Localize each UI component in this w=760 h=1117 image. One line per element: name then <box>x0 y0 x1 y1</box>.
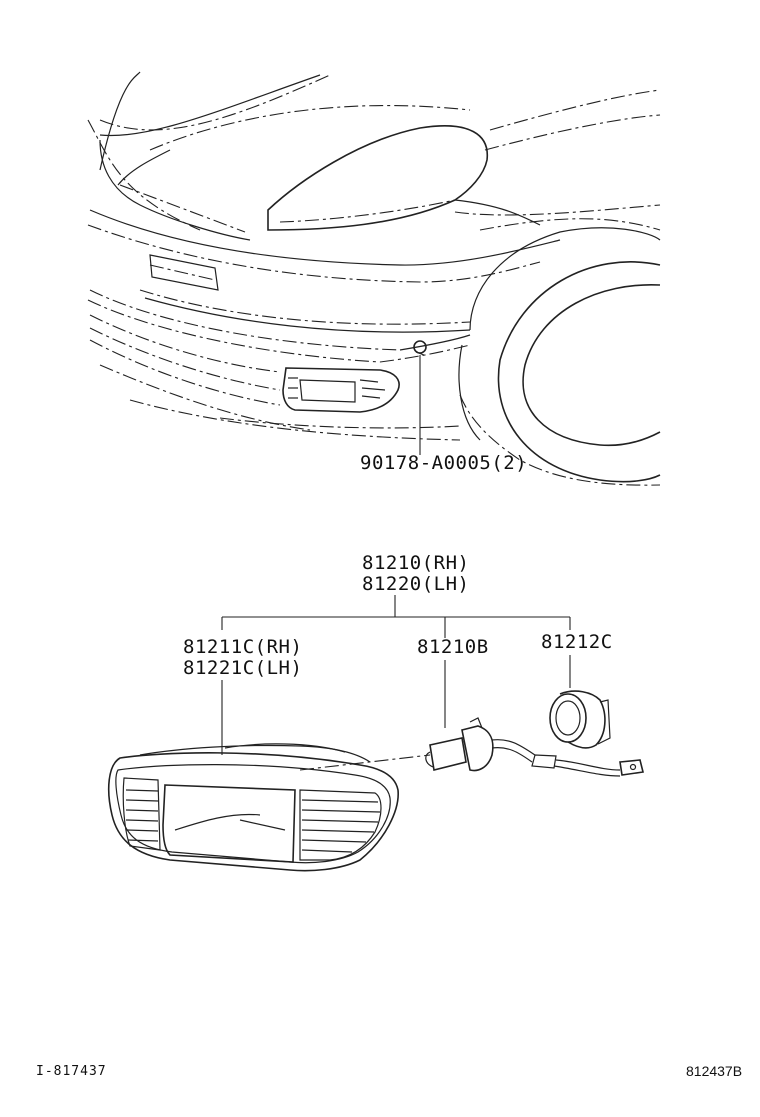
assembly-rh-part-number: 81210(RH) <box>362 552 470 574</box>
lens-lh-part-number: 81221C(LH) <box>183 657 303 679</box>
bulb-socket <box>549 690 611 749</box>
illustration-code: I-817437 <box>36 1064 107 1079</box>
bulb-with-harness <box>425 717 644 777</box>
bulb-part-number: 81210B <box>417 636 489 658</box>
assembly-axis <box>299 754 431 771</box>
vehicle-front-illustration <box>87 71 661 486</box>
lens-rh-part-number: 81211C(RH) <box>183 636 303 658</box>
assembly-lh-part-number: 81220(LH) <box>362 573 470 595</box>
reference-code: 812437B <box>686 1063 743 1079</box>
callout-tree <box>221 595 571 755</box>
clip-part-number: 90178-A0005(2) <box>360 452 528 474</box>
socket-part-number: 81212C <box>541 631 613 653</box>
fog-lamp-housing <box>107 743 399 872</box>
